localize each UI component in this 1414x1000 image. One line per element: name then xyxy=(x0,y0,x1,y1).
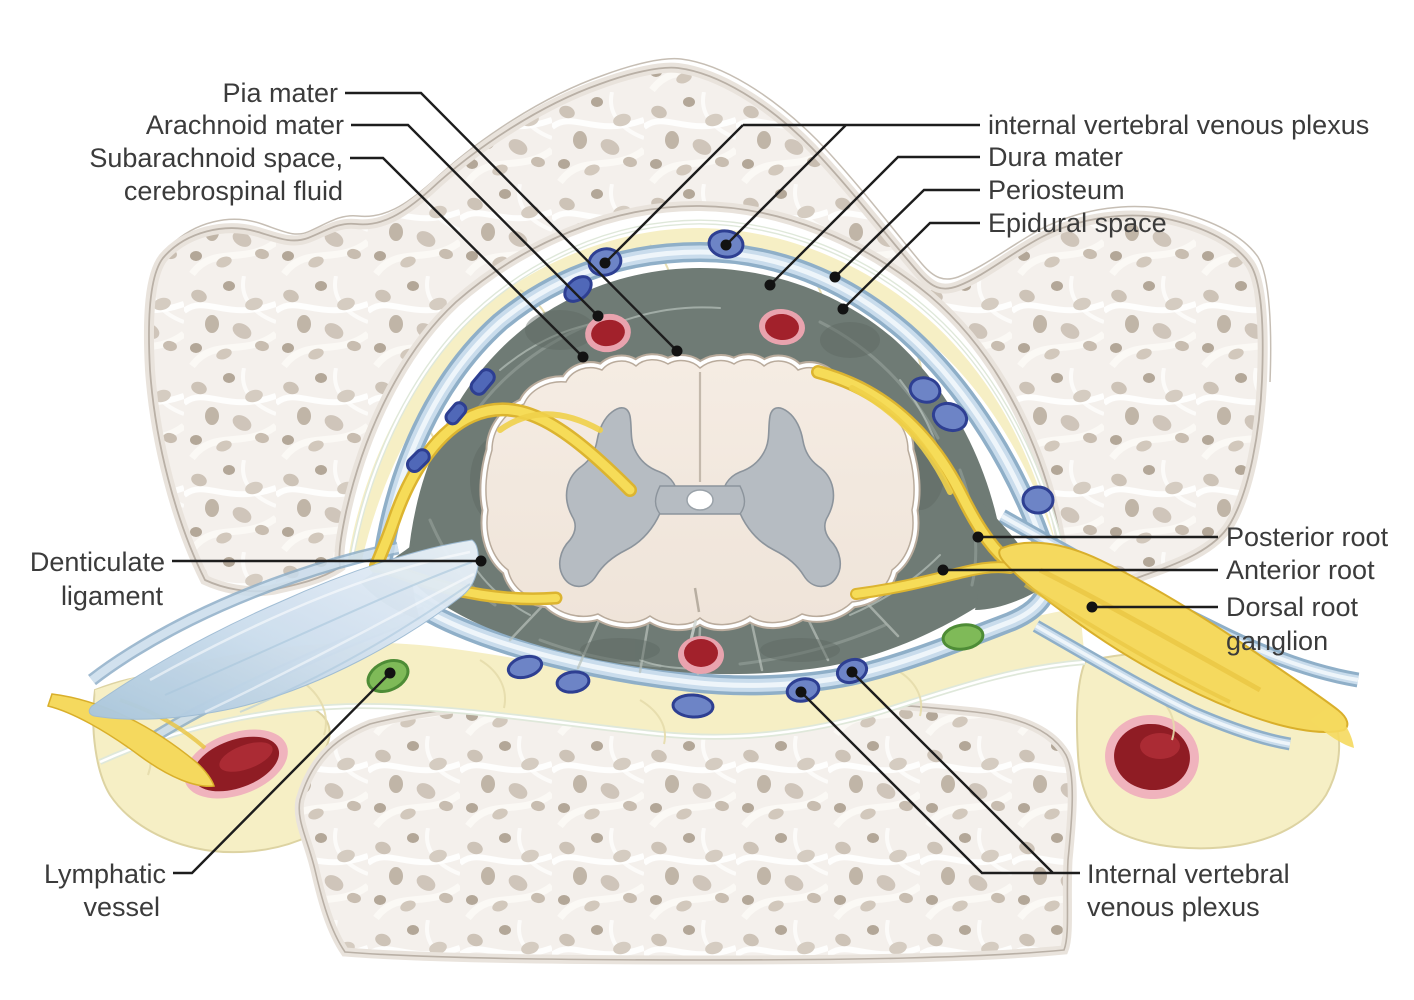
dot-ivvp-bottom-left xyxy=(795,686,807,698)
denticulate-ligament-fan xyxy=(88,539,479,720)
leader-subarachnoid-space xyxy=(350,156,584,358)
leader-epidural-space xyxy=(842,221,980,310)
label-epidural-space: Epidural space xyxy=(988,208,1167,238)
spinal-arteries xyxy=(585,308,805,674)
left-spinal-nerve-stub xyxy=(47,693,216,787)
leader-ivvp-top xyxy=(604,123,980,264)
dot-periosteum xyxy=(829,271,841,283)
dot-ivvp-top-left xyxy=(599,257,611,269)
label-lymphatic-line2: vessel xyxy=(83,892,160,922)
right-pad-artery xyxy=(1105,714,1199,800)
dot-posterior-root xyxy=(972,531,984,543)
spinal-nerve-tail xyxy=(1310,706,1354,748)
label-denticulate-line2: ligament xyxy=(61,581,164,611)
leader-lymphatic-vessel xyxy=(173,672,391,875)
lymphatic-vessels xyxy=(366,623,985,693)
leader-dura-mater xyxy=(769,155,980,286)
arch-outer-halo-line xyxy=(146,57,1272,383)
leader-periosteum xyxy=(834,188,980,278)
dot-ivvp-top-right xyxy=(720,239,732,251)
spinal-cord xyxy=(479,353,921,655)
gray-matter xyxy=(558,406,842,588)
label-arachnoid-mater: Arachnoid mater xyxy=(146,110,344,140)
label-lymphatic-line1: Lymphatic xyxy=(44,859,166,889)
label-denticulate-line1: Denticulate xyxy=(30,547,165,577)
dot-anterior-root xyxy=(937,564,949,576)
label-texts: Pia mater Arachnoid mater Subarachnoid s… xyxy=(30,78,1389,922)
dot-lymphatic-vessel xyxy=(384,667,396,679)
dorsal-root-ganglion-group xyxy=(998,541,1354,748)
ganglion-streak-2 xyxy=(1023,583,1231,704)
label-dura-mater: Dura mater xyxy=(988,142,1123,172)
dot-subarachnoid-space xyxy=(577,351,589,363)
label-ivvp-bottom-line2: venous plexus xyxy=(1087,892,1260,922)
label-ivvp-top: internal vertebral venous plexus xyxy=(988,110,1369,140)
vertebral-arch xyxy=(143,57,1272,601)
dot-ivvp-bottom-right xyxy=(846,666,858,678)
bottom-periosteum-highlight xyxy=(99,660,1086,764)
central-canal xyxy=(686,489,714,511)
label-drg-line2: ganglion xyxy=(1226,626,1328,656)
anterior-root-right xyxy=(850,561,1016,600)
leader-arachnoid-mater xyxy=(351,123,599,317)
ganglion-streak xyxy=(1038,567,1262,693)
gray-matter-left-wing xyxy=(558,407,679,588)
dot-epidural-space xyxy=(837,303,849,315)
anterior-median-fissure xyxy=(693,587,701,613)
dot-dorsal-root-ganglion xyxy=(1086,601,1098,613)
leader-pia-mater xyxy=(345,91,678,352)
label-drg-line1: Dorsal root xyxy=(1226,592,1359,622)
dot-dura-mater xyxy=(764,279,776,291)
dot-arachnoid-mater xyxy=(592,310,604,322)
label-periosteum: Periosteum xyxy=(988,175,1125,205)
dot-pia-mater xyxy=(671,345,683,357)
leader-ivvp-bottom xyxy=(800,671,1080,875)
dot-denticulate-ligament xyxy=(475,555,487,567)
label-subarachnoid-line1: Subarachnoid space, xyxy=(89,143,343,173)
left-posterior-rootlets xyxy=(369,402,637,573)
top-periosteum-highlight xyxy=(350,220,1064,557)
label-pia-mater: Pia mater xyxy=(222,78,338,108)
annotations: Pia mater Arachnoid mater Subarachnoid s… xyxy=(30,78,1389,922)
label-posterior-root: Posterior root xyxy=(1226,522,1389,552)
arch-bone-outline xyxy=(148,66,1264,596)
label-anterior-root: Anterior root xyxy=(1226,555,1375,585)
leader-lines xyxy=(172,91,1218,875)
label-subarachnoid-line2: cerebrospinal fluid xyxy=(124,176,343,206)
label-ivvp-bottom-line1: Internal vertebral xyxy=(1087,859,1290,889)
